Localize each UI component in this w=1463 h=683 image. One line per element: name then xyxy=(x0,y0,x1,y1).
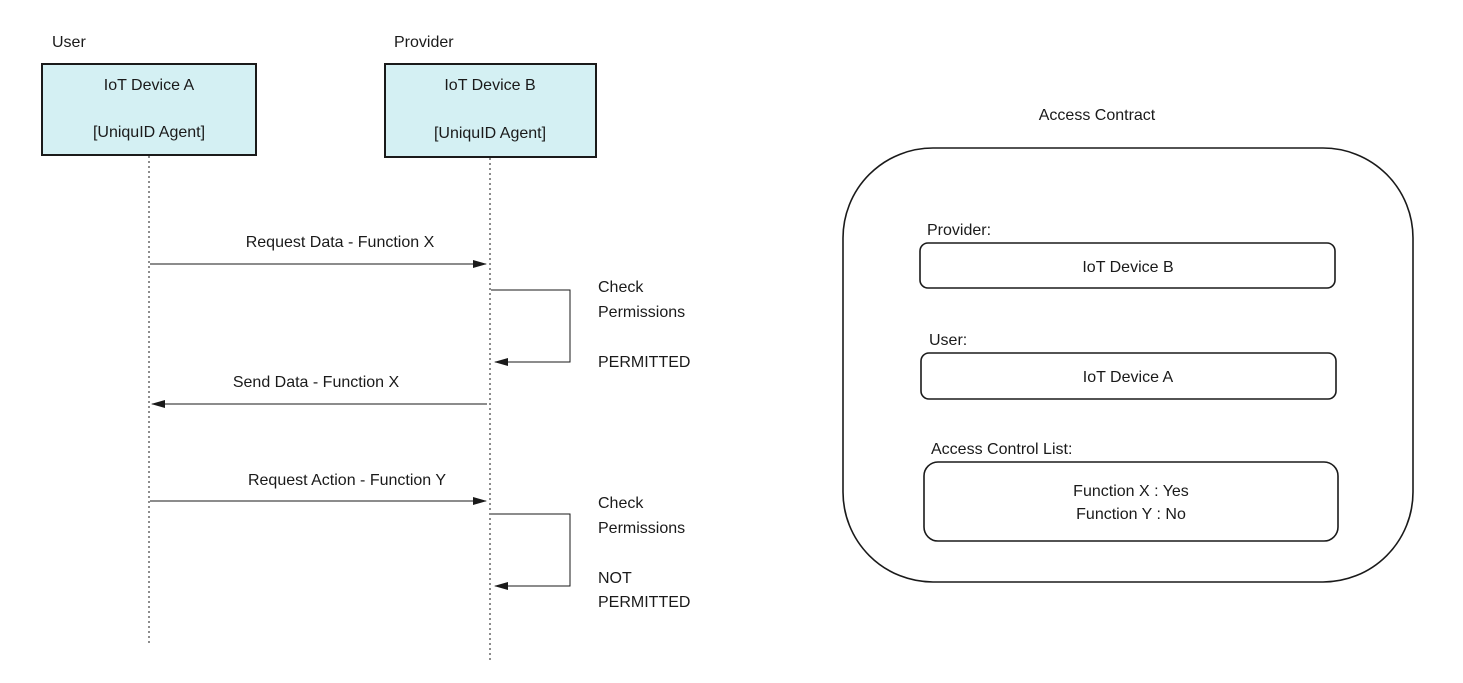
check-2-result-line2: PERMITTED xyxy=(598,594,690,611)
check-2-line2: Permissions xyxy=(598,520,685,537)
contract-provider-value: IoT Device B xyxy=(1082,259,1173,276)
actor-b-box xyxy=(384,63,597,158)
contract-provider-label: Provider: xyxy=(927,222,991,239)
contract-acl-entry-2: Function Y : No xyxy=(1076,506,1186,523)
message-send-data-label: Send Data - Function X xyxy=(233,374,400,391)
check-2-result-line1: NOT xyxy=(598,570,632,587)
actor-a-box xyxy=(41,63,257,156)
contract-provider-field xyxy=(919,242,1336,289)
check-2-line1: Check xyxy=(598,495,644,512)
check-1-line2: Permissions xyxy=(598,304,685,321)
contract-user-label: User: xyxy=(929,332,967,349)
contract-user-field xyxy=(920,352,1337,400)
actor-b-name: IoT Device B xyxy=(444,77,535,94)
message-request-action-label: Request Action - Function Y xyxy=(248,472,446,489)
actor-b-agent: [UniquID Agent] xyxy=(434,125,546,142)
contract-acl-field xyxy=(923,461,1339,542)
actor-a-agent: [UniquID Agent] xyxy=(93,124,205,141)
self-check-1-arrow xyxy=(491,289,571,366)
contract-title: Access Contract xyxy=(1039,107,1156,124)
message-request-data-label: Request Data - Function X xyxy=(246,234,435,251)
contract-acl-entry-1: Function X : Yes xyxy=(1073,483,1189,500)
actor-a-name: IoT Device A xyxy=(104,77,195,94)
check-1-line1: Check xyxy=(598,279,644,296)
self-check-2-arrow xyxy=(491,513,571,590)
check-1-result: PERMITTED xyxy=(598,354,690,371)
actor-b-role: Provider xyxy=(394,34,454,51)
actor-a-role: User xyxy=(52,34,86,51)
contract-acl-label: Access Control List: xyxy=(931,441,1072,458)
contract-user-value: IoT Device A xyxy=(1083,369,1174,386)
